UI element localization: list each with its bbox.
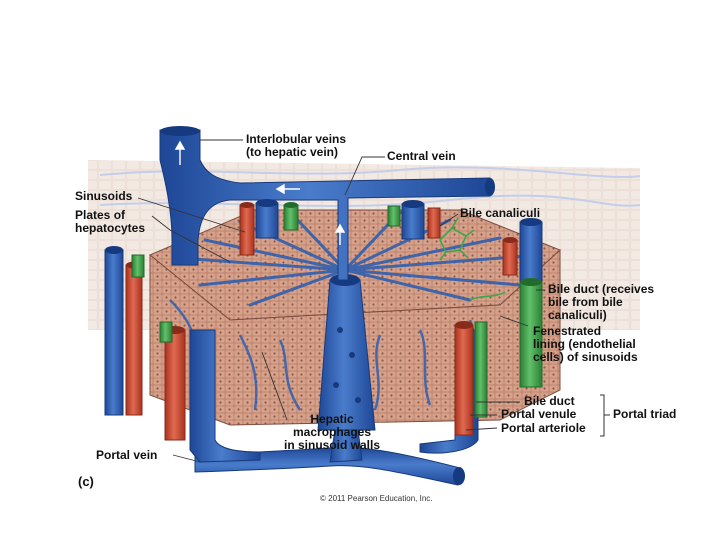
label-portal-vein: Portal vein — [96, 448, 158, 462]
label-hepatic-macrophages: Hepatic macrophages in sinusoid walls — [284, 412, 381, 452]
portal-triad-bracket — [600, 394, 610, 437]
label-bile-duct-receives: Bile duct (receives bile from bile canal… — [548, 282, 655, 322]
interlobular-veins — [159, 126, 495, 281]
label-bile-duct: Bile duct — [524, 394, 575, 408]
leader-lines — [137, 139, 545, 463]
label-bile-canaliculi: Bile canaliculi — [460, 206, 541, 220]
label-plates-of-hepatocytes: Plates of hepatocytes — [75, 208, 146, 235]
label-portal-venule: Portal venule — [501, 407, 577, 421]
bile-canaliculi-network — [439, 217, 506, 301]
portal-triad-top — [239, 199, 441, 256]
label-interlobular-veins: Interlobular veins (to hepatic vein) — [246, 132, 347, 159]
central-vein — [317, 274, 376, 431]
label-portal-triad: Portal triad — [613, 407, 677, 421]
figure-tag: (c) — [78, 474, 94, 489]
label-central-vein: Central vein — [387, 149, 456, 163]
label-fenestrated-lining: Fenestrated lining (endothelial cells) o… — [533, 324, 638, 364]
portal-triad-left — [104, 246, 186, 441]
label-sinusoids: Sinusoids — [75, 189, 133, 203]
copyright-notice: © 2011 Pearson Education, Inc. — [320, 494, 433, 503]
label-portal-arteriole: Portal arteriole — [501, 421, 586, 435]
flow-arrows — [174, 140, 346, 245]
portal-triad-right — [454, 218, 543, 436]
